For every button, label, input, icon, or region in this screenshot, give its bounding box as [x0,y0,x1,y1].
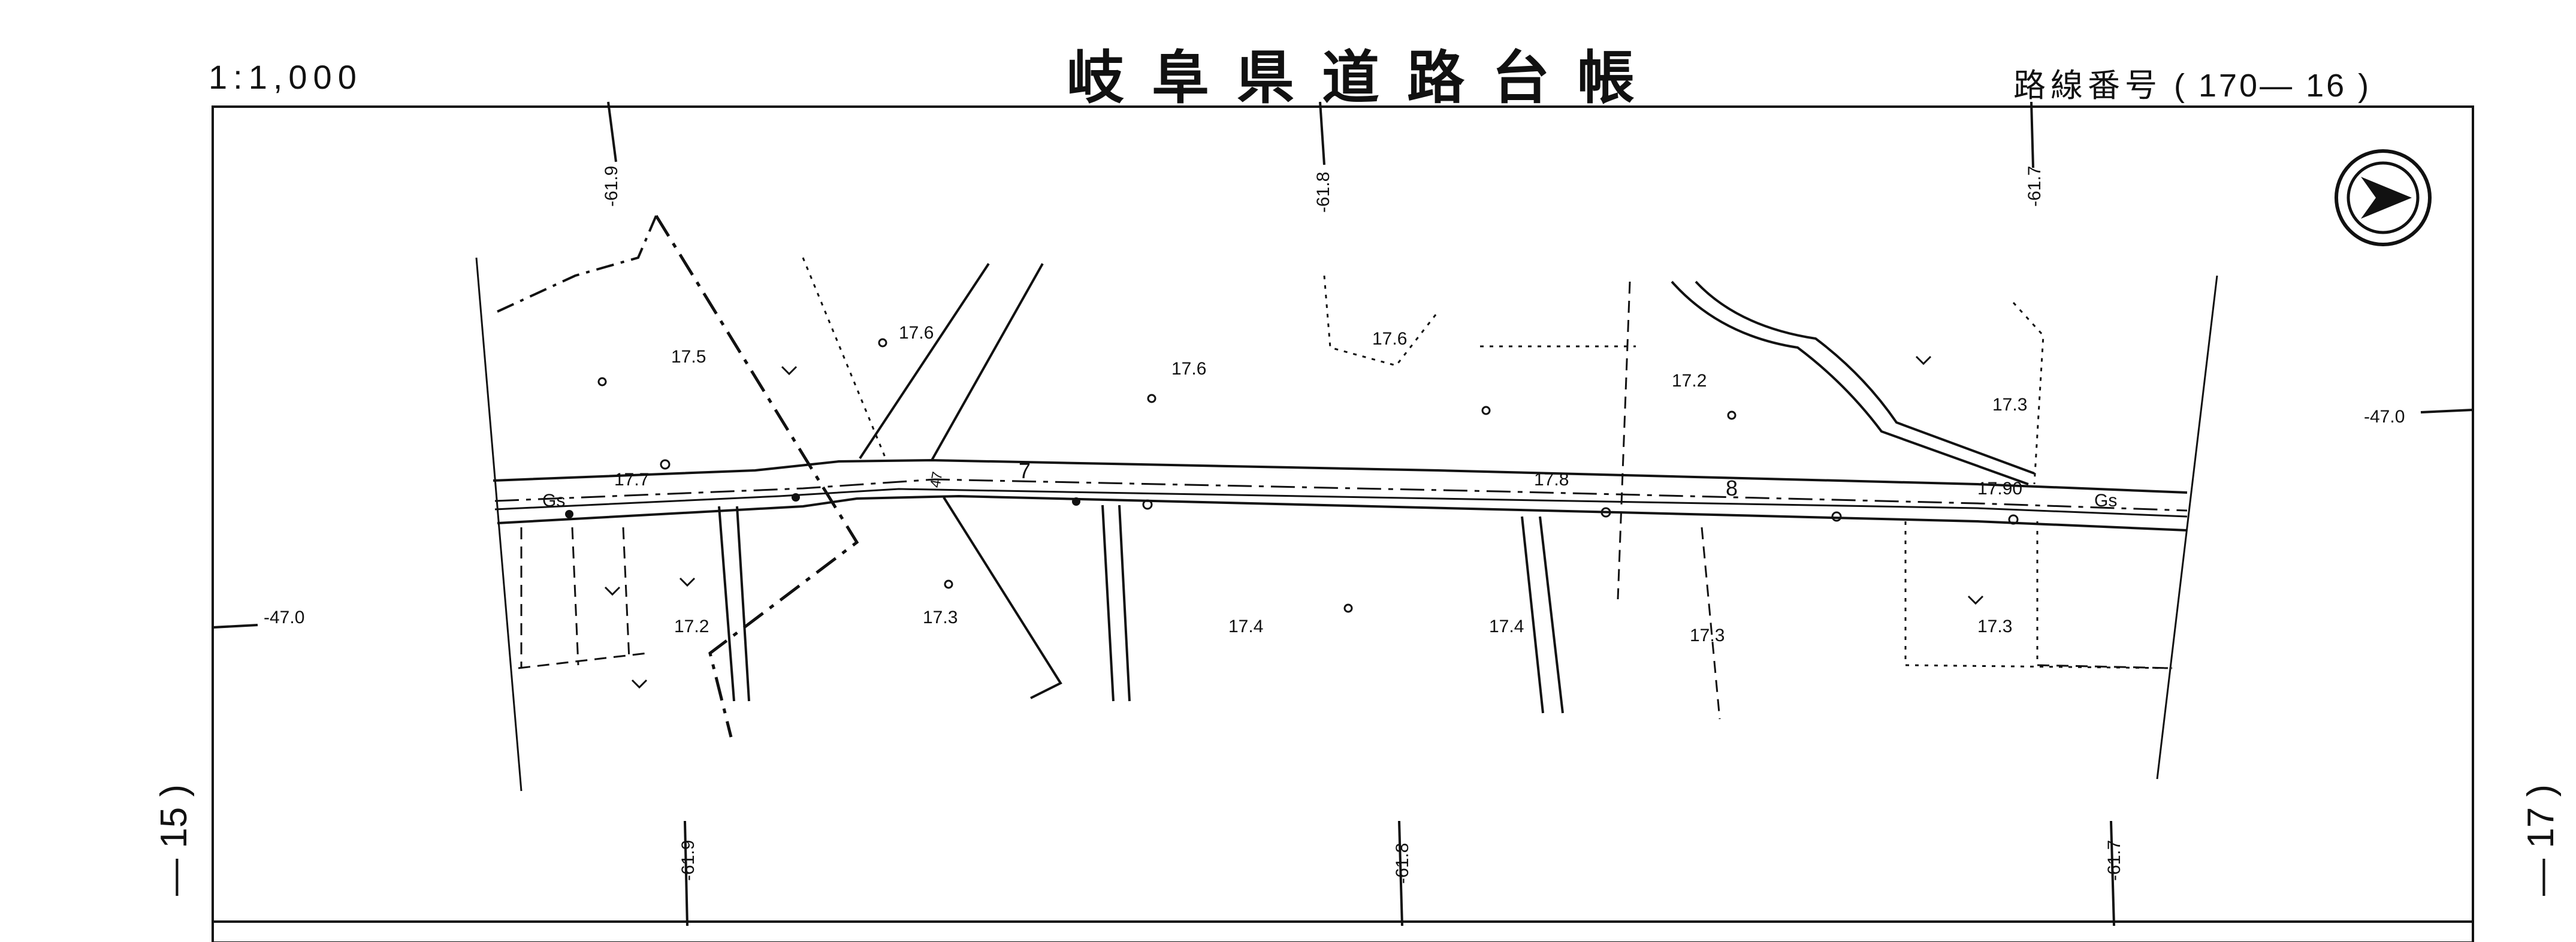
elevation-label: 17.3 [1977,617,2012,636]
road-center-line [494,478,2188,512]
road-edge-south [497,494,2188,532]
grid-label-left: -47.0 [264,608,304,627]
gas-mark: Gs [2094,491,2117,511]
survey-point-icon [565,510,573,518]
field-symbol-icon [604,355,1984,689]
grid-tick [2420,409,2474,413]
utility-pole-icon [597,377,607,387]
map-scale: 1:1,000 [209,58,363,96]
utility-pole-icon [1343,603,1353,613]
boundary-line [497,215,657,313]
manhole-icon [1831,511,1842,522]
grid-label-bottom: -61.7 [2104,840,2124,881]
utility-pole-icon [944,579,953,589]
manhole-icon [1600,507,1611,518]
grid-label-right: -47.0 [2364,407,2405,427]
elevation-label: 17.6 [1171,359,1206,379]
grid-tick [607,101,617,162]
parcel-line [475,257,2218,792]
manhole-icon [2008,514,2019,525]
grid-label-bottom: -61.9 [678,840,698,881]
grid-tick [1398,820,1403,926]
elevation-label: 17.6 [1372,329,1407,349]
utility-pole-icon [1481,406,1491,415]
side-road [859,262,1044,461]
grid-label-top: -61.7 [2025,166,2045,207]
utility-pole-icon [1147,394,1156,403]
dashed-line [518,527,2173,669]
drainage-channel [1101,505,1131,702]
grid-label-bottom: -61.8 [1393,843,1412,884]
elevation-label: 17.6 [899,323,934,343]
route-number-label: 路線番号 [2013,68,2162,104]
grid-label-top: -61.8 [1313,172,1333,213]
north-arrow-icon [2335,149,2432,246]
grid-tick [684,820,688,926]
grid-tick [212,624,258,629]
drainage-channel [1521,516,1564,714]
grid-tick [2110,820,2115,926]
curved-road [1671,280,2035,485]
survey-point-icon [792,493,800,502]
elevation-label: 17.2 [1672,371,1707,391]
manhole-icon [660,459,671,470]
utility-pole-icon [1727,410,1737,420]
elevation-label: 17.2 [674,617,709,636]
manhole-icon [1142,499,1153,510]
elevation-label: 17.4 [1489,617,1524,636]
map-frame [212,105,2474,942]
sheet-title: 岐阜県道路台帳 [1067,46,1662,110]
road-edge-north [493,458,2188,494]
boundary-line [654,215,859,738]
drainage-channel [718,506,750,702]
elevation-label: 17.5 [671,347,706,367]
elevation-label: 17.90 [1977,479,2022,499]
elevation-label: 17.8 [1534,470,1569,490]
gas-mark: Gs [542,491,565,511]
side-road-tail [943,496,1062,699]
grid-tick [1319,101,1325,165]
elevation-label: 17.3 [1690,626,1725,645]
dotted-line [802,257,2045,485]
bridge-mark: 47 [927,470,946,489]
dashed-line [1617,281,1721,720]
road-edge-line [494,488,2188,518]
route-number-value: ( 170— 16 ) [2174,68,2372,104]
elevation-label: 17.4 [1228,617,1263,636]
utility-pole-icon [878,338,887,348]
survey-point-icon [1072,497,1080,506]
elevation-label: 17.7 [614,470,649,490]
elevation-label: 17.3 [1992,395,2027,415]
grid-tick [2030,101,2034,168]
station-marker: 7 [1019,458,1031,483]
dotted-line [1904,521,2173,669]
route-number: 路線番号 ( 170— 16 ) [2013,59,2371,106]
station-marker: 8 [1726,476,1738,500]
elevation-label: 17.3 [923,608,958,627]
grid-label-top: -61.9 [602,166,621,207]
